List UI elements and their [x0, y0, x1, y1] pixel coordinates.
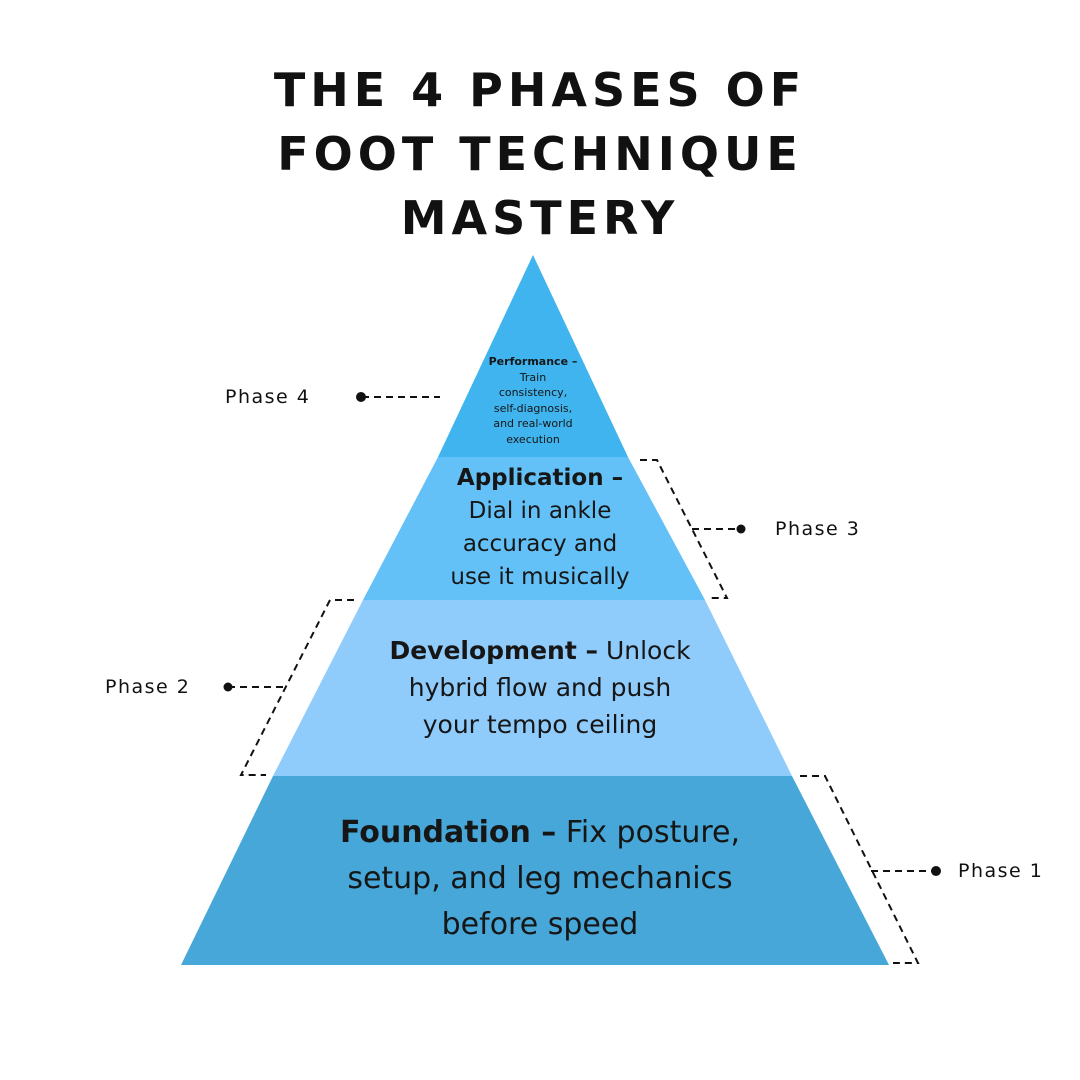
phase-1-label: Phase 1 [958, 860, 1044, 882]
title-line-3: MASTERY [400, 191, 680, 245]
tier-development-line: your tempo ceiling [422, 710, 658, 739]
tier-performance-shape [438, 255, 628, 457]
tier-application-text: Application – Dial in ankle accuracy and… [405, 462, 675, 594]
tier-foundation-line: before speed [441, 907, 639, 942]
tier-performance-line: consistency, [498, 386, 568, 399]
phase-1-bracket [800, 775, 936, 964]
page-title: THE 4 PHASES OF FOOT TECHNIQUE MASTERY [0, 58, 1080, 250]
tier-performance-name: Performance – [488, 355, 578, 368]
tier-foundation-shape [181, 776, 889, 965]
tier-performance-line: self-diagnosis, [493, 401, 573, 415]
tier-performance-line: Train [519, 370, 547, 384]
tier-performance-line: execution [506, 432, 560, 446]
phase-4-dot [356, 392, 366, 402]
phase-4-label: Phase 4 [225, 386, 311, 408]
tier-foundation-text: Foundation – Fix posture, setup, and leg… [255, 810, 825, 948]
tier-application-name: Application – [456, 465, 624, 491]
tier-development-shape [273, 600, 792, 776]
phase-2-dot [223, 682, 233, 692]
tier-development-name: Development – [389, 636, 598, 665]
title-line-2: FOOT TECHNIQUE [277, 127, 803, 181]
tier-application-line: use it musically [450, 564, 630, 590]
tier-application-line: accuracy and [462, 531, 618, 557]
phase-3-label: Phase 3 [775, 518, 861, 540]
tier-application-line: Dial in ankle [468, 498, 612, 524]
tier-performance-text: Performance – Train consistency, self-di… [468, 354, 598, 447]
title-line-1: THE 4 PHASES OF [273, 63, 807, 117]
tier-development-text: Development – Unlock hybrid flow and pus… [330, 632, 750, 743]
phase-1-dot [931, 866, 941, 876]
phase-3-bracket [640, 459, 741, 599]
tier-foundation-line: Fix posture, [565, 815, 741, 850]
tier-application-shape [363, 457, 705, 600]
tier-development-line: Unlock [605, 636, 691, 665]
tier-performance-line: and real-world [493, 417, 573, 430]
phase-3-dot [736, 524, 746, 534]
phase-2-label: Phase 2 [105, 676, 191, 698]
tier-foundation-name: Foundation – [339, 815, 557, 850]
tier-foundation-line: setup, and leg mechanics [347, 861, 733, 896]
phase-2-bracket [228, 599, 354, 776]
tier-development-line: hybrid flow and push [408, 673, 672, 702]
